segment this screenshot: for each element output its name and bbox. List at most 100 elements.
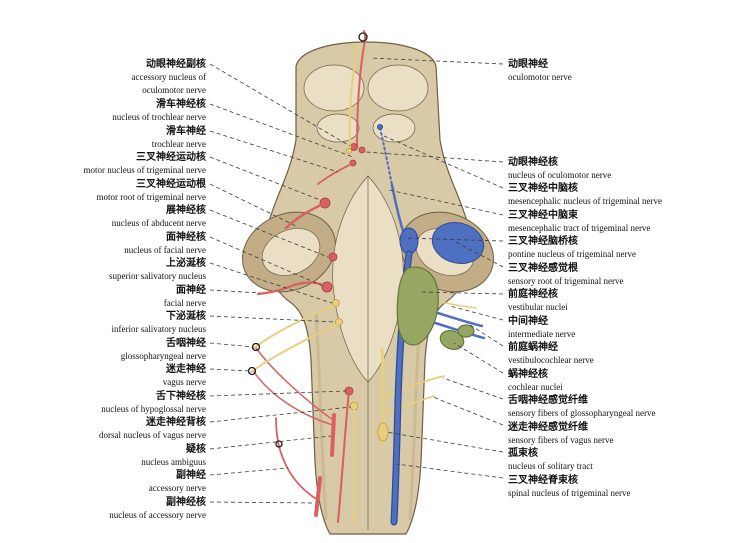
leader-line [388, 189, 504, 216]
leader-line [209, 209, 329, 258]
label-trochlear-nerve: 滑车神经 trochlear nerve [0, 125, 206, 151]
label-zh: 舌咽神经 [166, 338, 206, 349]
label-zh: 展神经核 [166, 205, 206, 216]
glossopharyngeal-sensory-fibers [383, 375, 445, 399]
label-nucleus-of-trochlear-nerve: 滑车神经核 nucleus of trochlear nerve [0, 98, 206, 124]
leader-line [466, 322, 504, 347]
label-sensory-fibers-of-vagus-nerve: 迷走神经感觉纤维 sensory fibers of vagus nerve [508, 421, 736, 447]
label-zh: 前庭神经核 [508, 289, 558, 300]
label-en: vagus nerve [162, 377, 206, 387]
leader-line [369, 57, 504, 65]
mesencephalic-nucleus-dot [377, 124, 383, 130]
label-zh: 迷走神经感觉纤维 [508, 422, 588, 433]
leader-line [209, 342, 255, 348]
leader-line [209, 183, 297, 227]
leader-line [455, 241, 504, 268]
label-en: motor root of trigeminal nerve [96, 192, 206, 202]
label-en: vestibular nuclei [508, 302, 568, 312]
label-zh: 滑车神经 [166, 126, 206, 137]
label-zh: 三叉神经中脑核 [508, 183, 578, 194]
accessory-nucleus-column [314, 476, 322, 517]
label-en: spinal nucleus of trigeminal nerve [508, 488, 631, 498]
label-inferior-salivatory-nucleus: 下泌涎核 inferior salivatory nucleus [0, 310, 206, 336]
label-en: trochlear nerve [151, 139, 206, 149]
label-vagus-nerve: 迷走神经 vagus nerve [0, 363, 206, 389]
leader-line [449, 305, 504, 321]
leader-line [209, 406, 352, 423]
label-en: sensory root of trigeminal nerve [508, 276, 624, 286]
leader-line [209, 435, 332, 450]
vagus-nerve-path [250, 323, 340, 373]
label-zh: 滑车神经核 [156, 99, 206, 110]
label-zh: 上泌涎核 [166, 258, 206, 269]
label-superior-salivatory-nucleus: 上泌涎核 superior salivatory nucleus [0, 257, 206, 283]
vestibular-structures-green [396, 266, 475, 351]
vestibular-nuclei-area [396, 266, 439, 346]
leader-line [442, 377, 504, 400]
label-zh: 副神经核 [166, 497, 206, 508]
label-en: mesencephalic nucleus of trigeminal nerv… [508, 196, 662, 206]
leader-line [209, 130, 339, 173]
label-en: intermediate nerve [508, 329, 576, 339]
ambiguus-to-vagus [253, 371, 334, 426]
label-en: nucleus of accessory nerve [109, 510, 206, 520]
label-en: motor nucleus of trigeminal nerve [83, 165, 206, 175]
label-en: nucleus of facial nerve [124, 245, 206, 255]
brainstem-illustration [242, 30, 494, 535]
cochlear-nucleus-dorsal [439, 329, 465, 351]
label-en: nucleus of solitary tract [508, 461, 593, 471]
label-zh: 舌下神经核 [156, 391, 206, 402]
label-en: cochlear nuclei [508, 382, 563, 392]
label-zh: 三叉神经感觉根 [508, 263, 578, 274]
label-sensory-fibers-of-glossopharyngeal-nerve: 舌咽神经感觉纤维 sensory fibers of glossopharynge… [508, 394, 736, 420]
label-zh: 疑核 [186, 444, 206, 455]
leader-line [395, 463, 504, 479]
leader-line [432, 396, 504, 426]
medulla-edge-left [314, 311, 328, 521]
label-en: inferior salivatory nucleus [111, 324, 206, 334]
nucleus-ambiguus-column [330, 413, 336, 457]
label-en: oculomotor nerve [508, 72, 572, 82]
leader-line [209, 156, 321, 201]
leader-line [385, 431, 504, 453]
label-en: superior salivatory nucleus [109, 271, 206, 281]
inferior-colliculus-right [372, 113, 416, 143]
label-sensory-root-of-trigeminal-nerve: 三叉神经感觉根 sensory root of trigeminal nerve [508, 262, 736, 288]
label-zh: 迷走神经背核 [146, 417, 206, 428]
label-en: vestibulocochlear nerve [508, 355, 594, 365]
oculomotor-nucleus-2 [358, 146, 366, 154]
leader-lines [209, 57, 504, 504]
leader-line [209, 501, 316, 504]
label-zh: 下泌涎核 [166, 311, 206, 322]
label-en: dorsal nucleus of vagus nerve [99, 430, 206, 440]
label-en: sensory fibers of vagus nerve [508, 435, 614, 445]
label-en: nucleus of trochlear nerve [112, 112, 206, 122]
leader-line [403, 237, 504, 242]
label-zh: 三叉神经中脑束 [508, 210, 578, 221]
leader-line [365, 151, 504, 163]
inferior-colliculus-left [316, 113, 360, 143]
vagus-sensory-fibers [385, 395, 435, 415]
label-zh: 舌咽神经感觉纤维 [508, 395, 588, 406]
label-en: sensory fibers of glossopharyngeal nerve [508, 408, 656, 418]
label-dorsal-nucleus-of-vagus-nerve: 迷走神经背核 dorsal nucleus of vagus nerve [0, 416, 206, 442]
label-zh: 迷走神经 [166, 364, 206, 375]
hypoglossal-nerve-path [337, 390, 350, 523]
leader-line [209, 467, 289, 476]
leader-line [383, 135, 504, 189]
label-zh: 三叉神经运动核 [136, 152, 206, 163]
label-mesencephalic-nucleus-of-trigeminal-nerve: 三叉神经中脑核 mesencephalic nucleus of trigemin… [508, 182, 736, 208]
